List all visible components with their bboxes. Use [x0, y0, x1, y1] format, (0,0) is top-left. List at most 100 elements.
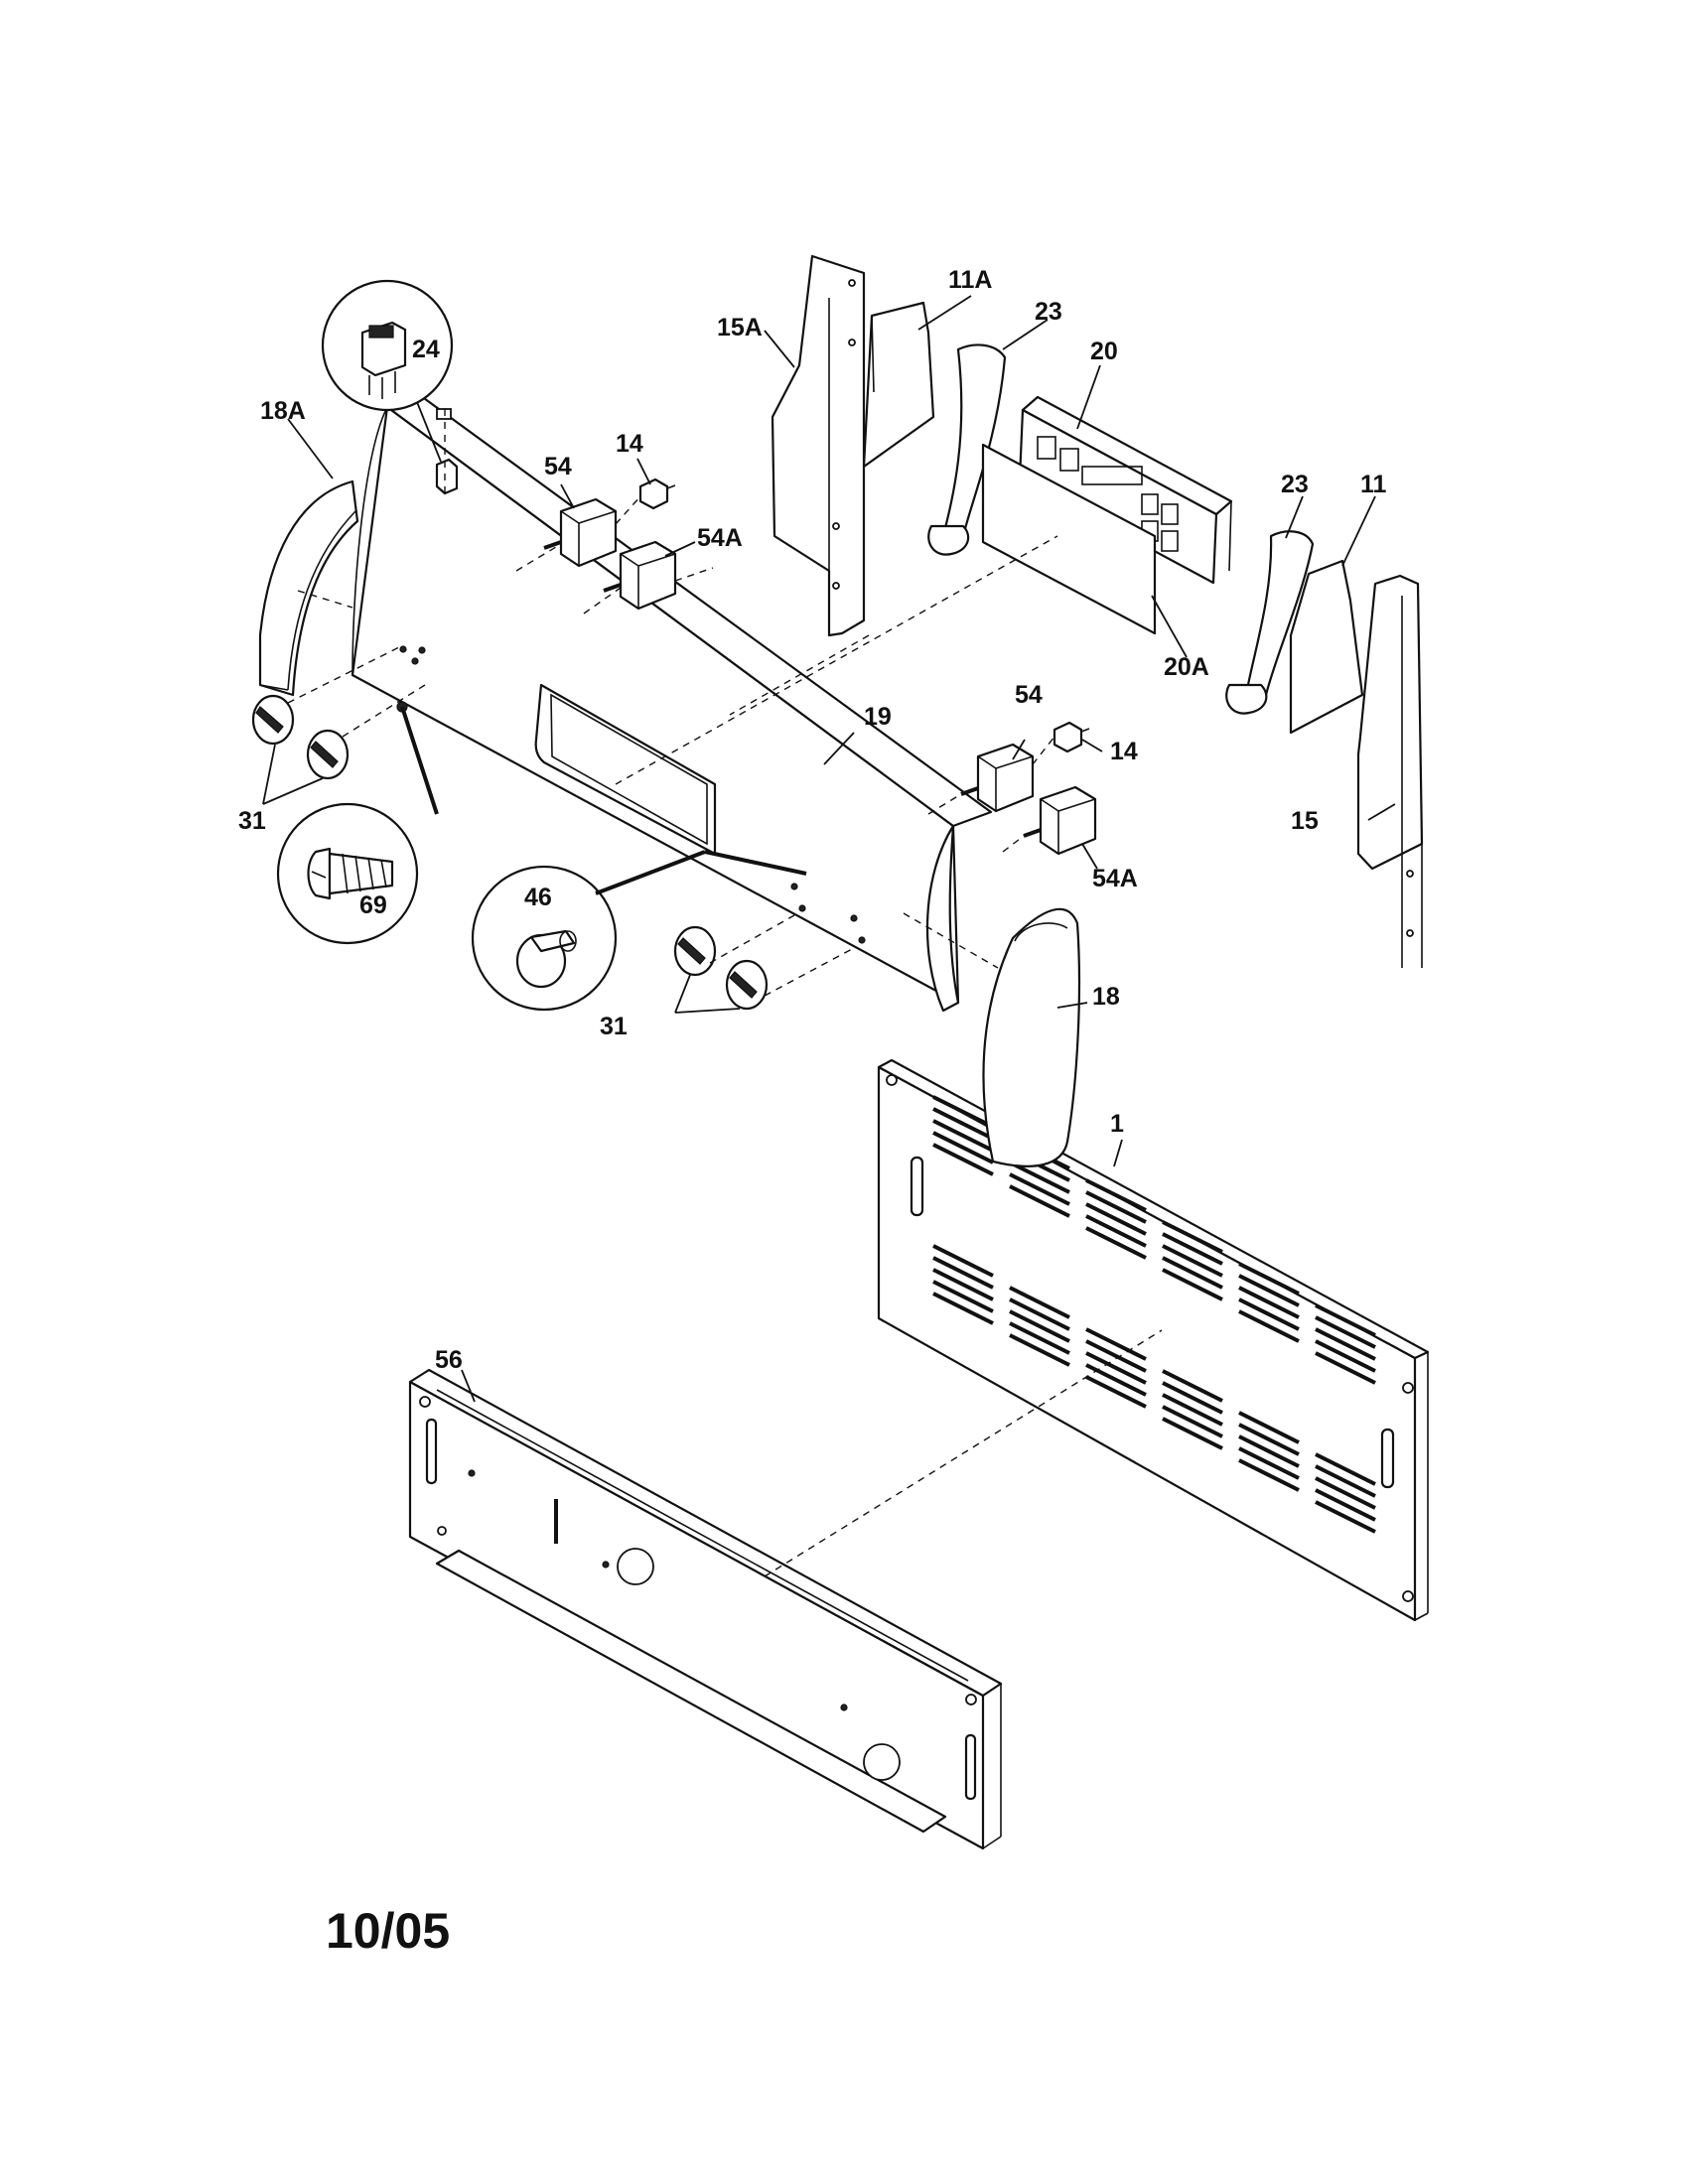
part-knobs-right [673, 925, 769, 1011]
vent-slot [1162, 1393, 1223, 1427]
vent-slot [932, 1143, 994, 1176]
label-11a: 11A [948, 266, 992, 294]
label-1: 1 [1110, 1110, 1124, 1138]
vent-slot [1315, 1488, 1376, 1522]
part-overlay-20a [981, 443, 1157, 635]
vent-slot [1238, 1434, 1300, 1468]
vent-slot [1085, 1375, 1147, 1409]
vent-slot [1162, 1268, 1223, 1301]
vent-slot [1162, 1381, 1223, 1415]
vent-slot [932, 1256, 994, 1290]
label-15a: 15A [717, 314, 763, 341]
part-labels: 18A 24 54 14 54A 15A 11A 23 20 23 11 20A… [238, 266, 1387, 1374]
vent-slot [1009, 1321, 1070, 1355]
vent-slot [1162, 1256, 1223, 1290]
vent-slot [1238, 1297, 1300, 1331]
vent-slot [1085, 1190, 1147, 1224]
label-54a-lower: 54A [1092, 865, 1138, 892]
vent-slot [1085, 1226, 1147, 1260]
assembly-lines [287, 495, 1163, 1577]
part-bracket-15 [1356, 574, 1424, 968]
vent-slot [1315, 1327, 1376, 1361]
vent-slot [1315, 1303, 1376, 1337]
date-code: 10/05 [326, 1903, 450, 1959]
label-69: 69 [359, 891, 387, 919]
vent-slot [1009, 1160, 1070, 1194]
label-14-upper: 14 [616, 430, 643, 458]
label-20a: 20A [1164, 653, 1209, 681]
label-31-left: 31 [238, 807, 266, 835]
vent-slot [1085, 1351, 1147, 1385]
part-bracket-15a [771, 254, 866, 637]
part-lower-back-panel [408, 1368, 1003, 1850]
label-24: 24 [412, 336, 440, 363]
part-switch-54a-lower [1023, 785, 1097, 856]
label-14-lower: 14 [1110, 738, 1138, 765]
leader-lines [262, 295, 1396, 1403]
vent-slot [932, 1119, 994, 1153]
part-backguard-console [351, 391, 993, 1013]
label-54a-upper: 54A [697, 524, 743, 552]
label-23-left: 23 [1035, 298, 1062, 326]
vent-slot [932, 1292, 994, 1325]
vent-slot [1009, 1172, 1070, 1206]
label-18a: 18A [260, 397, 306, 425]
part-end-cap-right [982, 907, 1081, 1167]
vent-slot [1162, 1244, 1223, 1278]
vent-slot [932, 1131, 994, 1164]
vent-slot [932, 1268, 994, 1301]
vent-slot [1238, 1411, 1300, 1444]
part-plug-button-detail [471, 850, 807, 1012]
part-bracket-11 [1289, 559, 1364, 735]
vent-slot [1162, 1232, 1223, 1266]
vent-slot [1085, 1339, 1147, 1373]
vent-slot [1085, 1327, 1147, 1361]
vent-slot [1315, 1464, 1376, 1498]
vent-slot [1238, 1262, 1300, 1296]
part-screw-detail [276, 701, 439, 945]
vent-slot [1162, 1220, 1223, 1254]
vent-slot [932, 1095, 994, 1129]
label-18: 18 [1092, 983, 1120, 1011]
part-switch-54-upper [543, 497, 618, 568]
vent-slot [932, 1280, 994, 1313]
vent-slot [1085, 1363, 1147, 1397]
vent-slots-lower [932, 1244, 1376, 1534]
vent-slot [932, 1244, 994, 1278]
part-knobs-left [251, 694, 350, 780]
vent-slot [1162, 1417, 1223, 1450]
label-54-lower: 54 [1015, 681, 1043, 709]
vent-slot [1009, 1286, 1070, 1319]
vent-slot [1238, 1423, 1300, 1456]
vent-slot [1085, 1202, 1147, 1236]
vent-slot [1162, 1369, 1223, 1403]
label-23-right: 23 [1281, 471, 1309, 498]
part-trim-23-right [1225, 530, 1315, 715]
vent-slot [1315, 1315, 1376, 1349]
label-15: 15 [1291, 807, 1319, 835]
vent-slot [1238, 1286, 1300, 1319]
label-11: 11 [1360, 471, 1387, 498]
part-trim-23-left [927, 343, 1007, 556]
vent-slots-upper [932, 1095, 1376, 1385]
label-19: 19 [864, 703, 892, 731]
part-vented-rear-panel [877, 1058, 1430, 1622]
vent-slot [1085, 1214, 1147, 1248]
vent-slot [1009, 1297, 1070, 1331]
vent-slot [1315, 1339, 1376, 1373]
vent-slot [1238, 1274, 1300, 1307]
part-end-cap-left [258, 479, 359, 697]
part-control-board [1018, 395, 1233, 585]
vent-slot [1009, 1184, 1070, 1218]
part-bracket-11a [862, 301, 935, 469]
vent-slot [1009, 1309, 1070, 1343]
label-31-right: 31 [600, 1013, 628, 1040]
label-54-upper: 54 [544, 453, 572, 480]
vent-slot [1315, 1351, 1376, 1385]
vent-slot [1238, 1446, 1300, 1480]
vent-slot [932, 1107, 994, 1141]
part-terminal-14-upper [638, 478, 676, 510]
part-switch-54a-upper [603, 540, 677, 611]
part-terminal-14-lower [1052, 721, 1090, 753]
